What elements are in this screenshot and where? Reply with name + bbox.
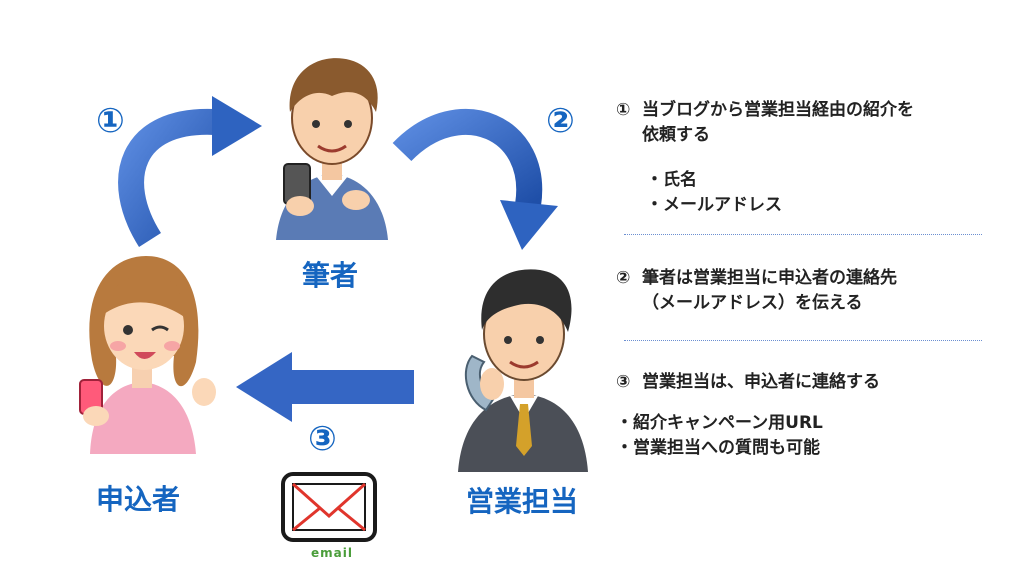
role-label-applicant: 申込者 — [96, 483, 181, 516]
sales-person-icon — [458, 269, 588, 472]
arrow-applicant-to-writer — [118, 96, 262, 247]
arrow-writer-to-sales — [392, 109, 558, 250]
arrow-sales-to-applicant — [236, 352, 414, 422]
section-divider — [624, 234, 982, 235]
step-number-1: ① — [96, 101, 125, 141]
section-bullets: ・紹介キャンペーン用URL ・営業担当への質問も可能 — [616, 411, 986, 461]
list-item: ・氏名 — [646, 170, 697, 190]
list-item: ・営業担当への質問も可能 — [616, 438, 820, 458]
section-title: 当ブログから営業担当経由の紹介を 依頼する — [642, 100, 914, 145]
role-label-writer: 筆者 — [302, 259, 359, 292]
step-number-2: ② — [546, 101, 575, 141]
step-section-2: ② 筆者は営業担当に申込者の連絡先 （メールアドレス）を伝える — [616, 266, 986, 316]
section-number: ③ — [616, 372, 631, 392]
step-number-3: ③ — [308, 419, 337, 459]
envelope-icon — [281, 472, 377, 542]
section-bullets: ・氏名 ・メールアドレス — [646, 168, 986, 218]
section-title: 筆者は営業担当に申込者の連絡先 （メールアドレス）を伝える — [642, 268, 897, 313]
step-section-1: ① 当ブログから営業担当経由の紹介を 依頼する ・氏名 ・メールアドレス — [616, 98, 986, 218]
section-number: ② — [616, 268, 631, 288]
flow-illustration — [79, 58, 588, 542]
list-item: ・メールアドレス — [646, 195, 782, 215]
section-title: 営業担当は、申込者に連絡する — [642, 372, 880, 392]
email-label: email — [311, 546, 353, 560]
list-item: ・紹介キャンペーン用URL — [616, 413, 823, 433]
writer-person-icon — [276, 58, 388, 240]
role-label-sales: 営業担当 — [466, 485, 579, 518]
email-label-text: email — [311, 546, 353, 560]
applicant-person-icon — [79, 256, 216, 454]
section-divider — [624, 340, 982, 341]
step-section-3: ③ 営業担当は、申込者に連絡する ・紹介キャンペーン用URL ・営業担当への質問… — [616, 370, 986, 461]
section-number: ① — [616, 100, 631, 120]
